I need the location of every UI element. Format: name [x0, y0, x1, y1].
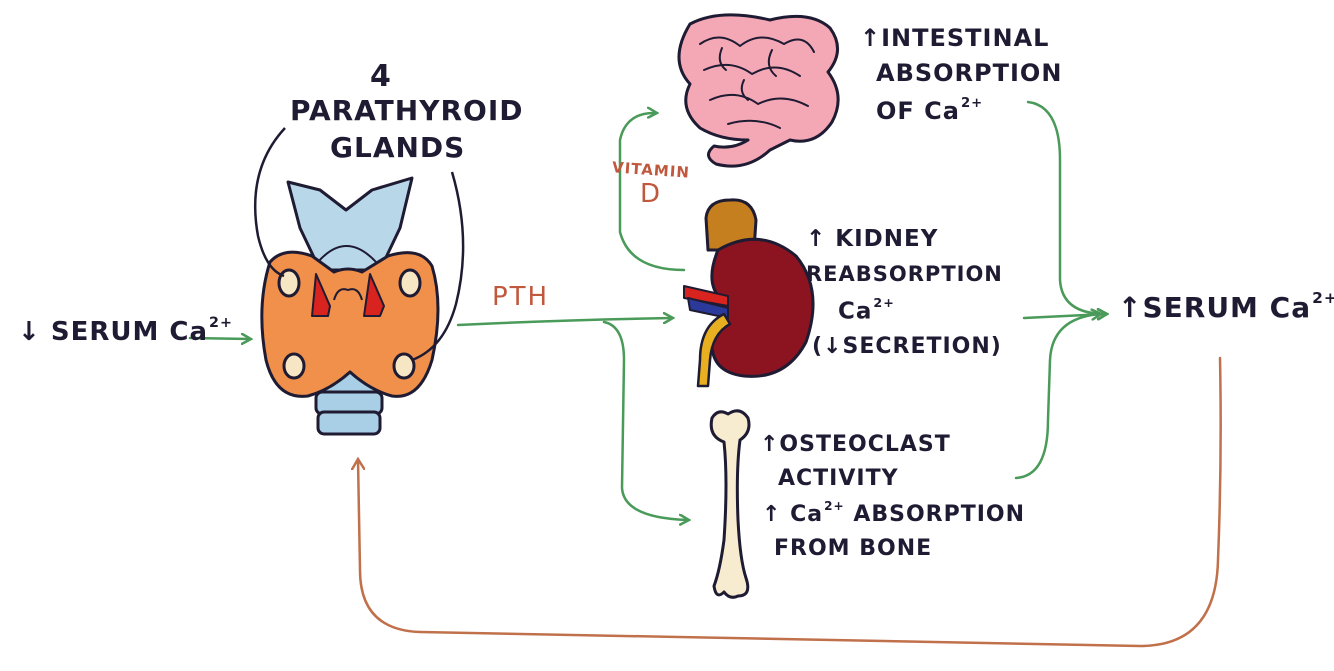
parathyroid-gland — [277, 268, 301, 298]
serum-calcium-low-label: ↓ SERUM Ca2+ — [18, 315, 233, 347]
arrow-intestine-to-serum — [1026, 100, 1106, 314]
intestine-label-line2: ABSORPTION — [876, 59, 1063, 87]
parathyroid-gland — [392, 352, 416, 380]
negative-feedback-arrow — [358, 356, 1222, 648]
arrow-kidney-to-intestine-vitamin-d — [618, 113, 686, 272]
kidney-label-line2: REABSORPTION — [806, 262, 1003, 286]
pth-label: PTH — [492, 282, 550, 312]
pointer-line — [411, 171, 465, 362]
kidney-label-line4: (↓SECRETION) — [812, 334, 1002, 359]
pointer-line — [253, 127, 286, 278]
thyroid-parathyroid-icon — [260, 176, 440, 436]
bone-label-line2: ACTIVITY — [778, 466, 899, 491]
bone-label-line1: ↑OSTEOCLAST — [760, 432, 951, 457]
kidney-label-line3: Ca2+ — [838, 295, 895, 325]
intestine-label-line1: ↑INTESTINAL — [860, 24, 1050, 52]
gland-count-label: 4 — [370, 59, 392, 94]
ureter — [696, 312, 732, 388]
trachea-ring — [316, 410, 382, 436]
arrow-serum-to-parathyroid — [188, 338, 250, 339]
arrow-bone-to-serum — [1014, 314, 1100, 480]
blood-vessel — [311, 273, 331, 317]
kidney-icon — [683, 198, 815, 388]
intestine-icon — [677, 13, 840, 168]
thyroid-cartilage — [286, 176, 414, 272]
serum-calcium-high-label: ↑SERUM Ca2+ — [1118, 289, 1334, 324]
bone-label-line3: ↑ Ca2+ ABSORPTION — [762, 499, 1026, 527]
kidney-label-line1: ↑ KIDNEY — [806, 226, 939, 252]
gland-name-label-line2: GLANDS — [330, 131, 466, 164]
bone-label-line4: FROM BONE — [774, 536, 933, 561]
bone-icon — [709, 409, 751, 599]
renal-vessel — [687, 297, 729, 319]
parathyroid-gland — [282, 352, 306, 380]
renal-vessel — [683, 285, 729, 307]
adrenal-gland — [704, 198, 758, 252]
arrow-pth-to-kidney — [456, 318, 672, 327]
arrow-pth-to-bone — [602, 320, 688, 520]
parathyroid-gland — [398, 268, 422, 298]
vitamin-d-label-line2: D — [640, 179, 662, 209]
gland-name-label-line1: PARATHYROID — [290, 94, 524, 127]
intestine-label-line3: OF Ca2+ — [876, 96, 984, 125]
blood-vessel — [363, 273, 385, 317]
